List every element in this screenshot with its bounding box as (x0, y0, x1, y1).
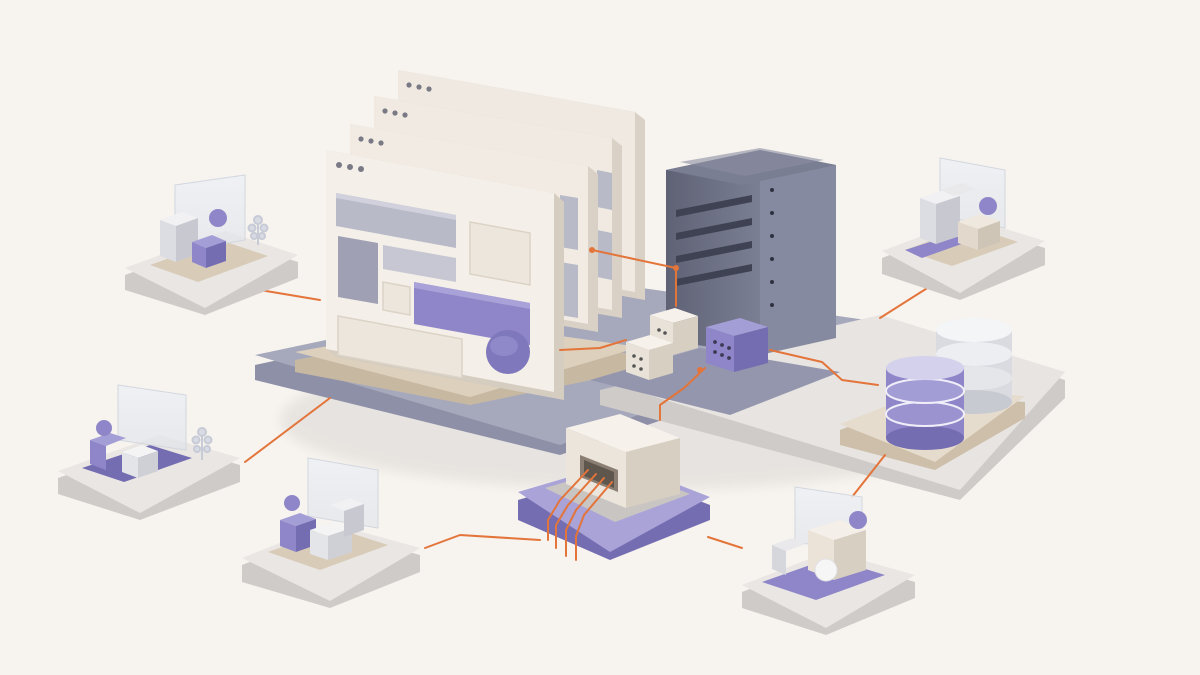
connection-line (424, 534, 541, 549)
ui-card-block (469, 221, 531, 286)
network-hub-icon (566, 414, 680, 508)
sphere-icon (284, 495, 300, 511)
microservice-cube-active (706, 318, 768, 372)
satellite-node-top-right (882, 157, 1045, 300)
database-icon (885, 318, 1012, 450)
satellite-node-left (58, 384, 240, 520)
ui-footer-block (337, 315, 463, 379)
microservice-cube-icon (626, 335, 673, 380)
connection-line (659, 367, 706, 421)
browser-window-main (326, 150, 564, 400)
connection-line (851, 454, 886, 498)
connection-line (559, 339, 627, 351)
glass-panel (307, 457, 379, 529)
connection-lines (244, 247, 941, 561)
connection-line (707, 536, 743, 549)
server-rack-icon (666, 148, 836, 355)
connection-line (244, 397, 331, 463)
plant-icon (247, 215, 269, 245)
sphere-icon (209, 209, 227, 227)
satellite-node-bottom-left (242, 457, 420, 608)
server-slots (676, 195, 752, 286)
sphere-icon (814, 558, 838, 582)
connection-line (259, 289, 321, 301)
plant-icon (191, 427, 213, 460)
ui-header-block (336, 193, 456, 248)
satellite-node-bottom-right (742, 486, 915, 635)
sphere-icon (979, 197, 997, 215)
ui-sidebar-block (338, 236, 378, 304)
connection-line (769, 349, 879, 386)
sphere-icon (849, 511, 867, 529)
satellite-node-top-left (125, 174, 298, 315)
ui-bar-block (383, 245, 456, 282)
browser-window-stack (326, 70, 645, 400)
sphere-icon (96, 420, 112, 436)
glass-panel (117, 384, 187, 451)
